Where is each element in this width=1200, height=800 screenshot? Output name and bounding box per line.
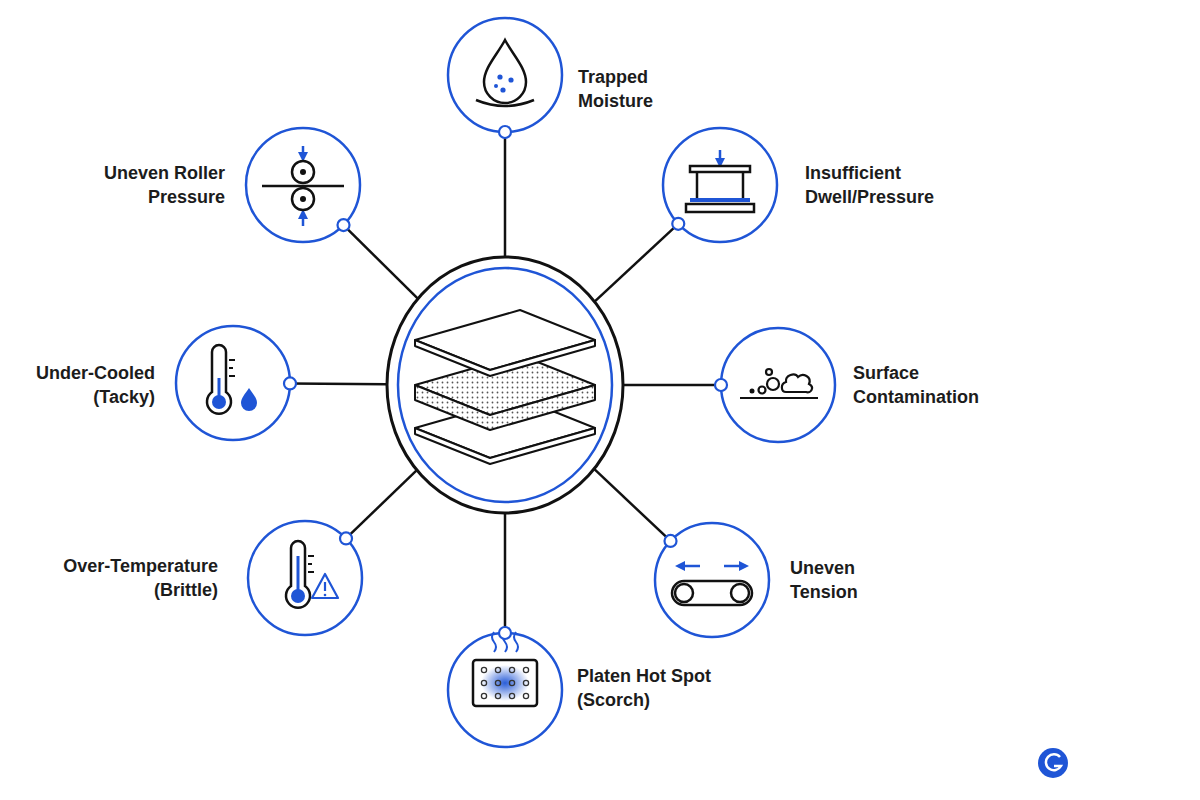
circle-outline — [718, 325, 838, 445]
circle-border — [176, 326, 290, 440]
circle-outline — [660, 125, 780, 245]
cause-label: Surface Contamination — [853, 361, 993, 410]
junction-dot — [715, 379, 727, 391]
cause-label: Uneven Roller Pressure — [85, 161, 225, 210]
circle-border — [246, 128, 360, 242]
cause-label: Insufficient Dwell/Pressure — [805, 161, 955, 210]
undercooled-icon — [207, 345, 257, 414]
hub-inner-ring — [398, 268, 612, 502]
press-icon — [686, 150, 754, 212]
spoke-line — [623, 384, 721, 387]
junction-dot — [338, 219, 350, 231]
spoke-line — [594, 469, 670, 541]
spoke-line — [595, 224, 679, 302]
spoke-line — [504, 513, 507, 633]
laminate-stack — [415, 310, 595, 464]
roller-icon — [262, 146, 344, 226]
cause-circle: Surface Contamination — [718, 325, 838, 445]
overtemp-icon — [286, 541, 338, 608]
cause-label: Under-Cooled (Tacky) — [15, 361, 155, 410]
circle-outline — [445, 15, 565, 135]
circle-outline — [245, 518, 365, 638]
circle-outline — [243, 125, 363, 245]
logo-mark — [1038, 748, 1068, 778]
cause-circle: Platen Hot Spot (Scorch) — [445, 630, 565, 750]
hub-ring — [387, 257, 623, 513]
cause-circle: Insufficient Dwell/Pressure — [660, 125, 780, 245]
contamination-icon — [740, 369, 818, 398]
cause-circle: Uneven Roller Pressure — [243, 125, 363, 245]
circle-outline — [173, 323, 293, 443]
junction-dot — [665, 535, 677, 547]
circle-border — [655, 523, 769, 637]
junction-dot — [672, 218, 684, 230]
junction-dot — [499, 627, 511, 639]
spoke-line — [504, 132, 507, 257]
spoke-line — [290, 382, 387, 385]
cause-label: Platen Hot Spot (Scorch) — [577, 664, 727, 713]
cause-circle: Over-Temperature (Brittle) — [245, 518, 365, 638]
circle-border — [248, 521, 362, 635]
cause-label: Trapped Moisture — [578, 65, 678, 114]
circle-border — [663, 128, 777, 242]
junction-dot — [499, 126, 511, 138]
cause-circle: Uneven Tension — [652, 520, 772, 640]
cause-label: Uneven Tension — [790, 556, 880, 605]
moisture-icon — [476, 40, 534, 106]
cause-circle: Trapped Moisture — [445, 15, 565, 135]
junction-dot — [284, 377, 296, 389]
circle-outline — [445, 630, 565, 750]
junction-dot — [340, 532, 352, 544]
spoke-line — [344, 225, 418, 299]
cause-circle: Under-Cooled (Tacky) — [173, 323, 293, 443]
cause-label: Over-Temperature (Brittle) — [48, 554, 218, 603]
hotspot-icon — [473, 632, 537, 706]
circle-outline — [652, 520, 772, 640]
circle-border — [721, 328, 835, 442]
circle-border — [448, 18, 562, 132]
circle-border — [448, 633, 562, 747]
spoke-line — [346, 470, 417, 538]
tension-icon — [672, 566, 752, 605]
